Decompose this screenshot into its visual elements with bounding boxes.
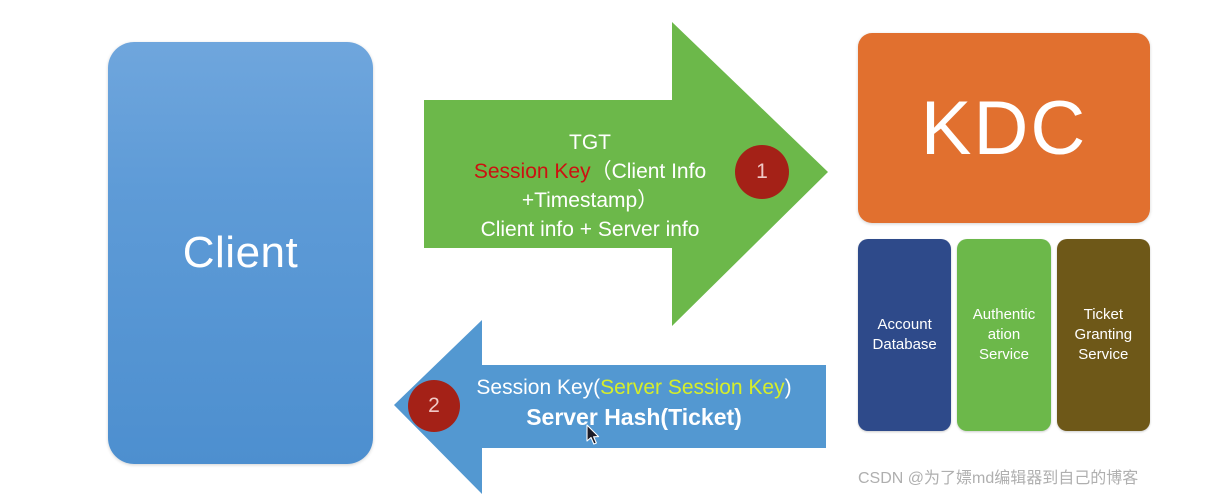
request-line-client-server-info: Client info + Server info [480, 218, 700, 241]
kdc-box: KDC [858, 33, 1150, 223]
client-label: Client [182, 228, 299, 277]
service-box-ticket-granting-service: Ticket Granting Service [1056, 239, 1150, 431]
request-client-info: （Client Info [590, 160, 707, 183]
service-box-authentication-service: Authentic ation Service [957, 239, 1051, 431]
response-line-server-hash: Server Hash(Ticket) [526, 404, 742, 430]
step-badge-1: 1 [735, 145, 789, 199]
kdc-label: KDC [920, 85, 1088, 171]
response-arrow [394, 320, 826, 494]
step-badge-2-number: 2 [428, 394, 440, 417]
step-badge-2: 2 [408, 380, 460, 432]
response-server-session-key-highlight: Server Session Key [600, 376, 785, 399]
response-arrow-text: Session Key(Server Session Key) Server H… [452, 374, 816, 432]
response-line-session-key: Session Key(Server Session Key) [452, 374, 816, 402]
request-session-key-highlight: Session Key [473, 160, 591, 183]
service-label-ticket-granting-service: Ticket Granting Service [1074, 306, 1133, 363]
kdc-service-list: Account Database Authentic ation Service… [858, 239, 1150, 431]
request-line-tgt: TGT [569, 131, 611, 154]
service-label-authentication-service: Authentic ation Service [972, 306, 1036, 363]
service-box-account-database: Account Database [858, 239, 952, 431]
request-arrow-text: TGT Session Key（Client Info +Timestamp） … [444, 128, 736, 244]
step-badge-1-number: 1 [756, 160, 768, 183]
request-arrow [424, 22, 828, 326]
request-line-session-key: Session Key（Client Info [444, 157, 736, 186]
csdn-watermark: CSDN @为了嫖md编辑器到自己的博客 [858, 470, 1139, 487]
response-session-key-plain: Session Key( [476, 376, 601, 399]
request-arrow-shape [424, 22, 828, 326]
response-arrow-shape [394, 320, 826, 494]
service-label-account-database: Account Database [872, 316, 937, 353]
request-line-timestamp: +Timestamp） [521, 189, 659, 212]
client-box: Client [108, 42, 373, 464]
response-session-key-tail: ) [784, 376, 792, 399]
